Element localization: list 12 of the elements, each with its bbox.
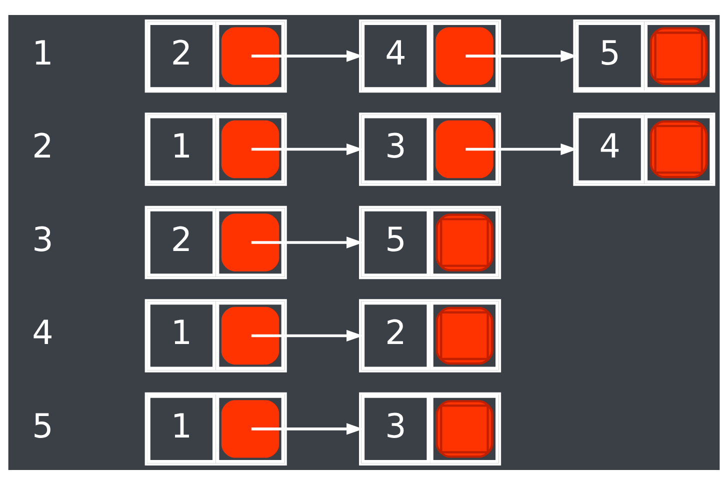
arrow <box>251 422 364 434</box>
label: 1 <box>32 32 54 72</box>
arrow <box>466 142 578 155</box>
label: 3 <box>32 219 54 258</box>
arrow <box>251 50 364 62</box>
arrow <box>251 142 364 155</box>
arrow <box>251 329 364 342</box>
arrow <box>251 236 364 248</box>
arrow <box>466 50 578 62</box>
label: 5 <box>32 406 54 445</box>
label: 4 <box>32 312 54 352</box>
label: 2 <box>32 126 54 166</box>
